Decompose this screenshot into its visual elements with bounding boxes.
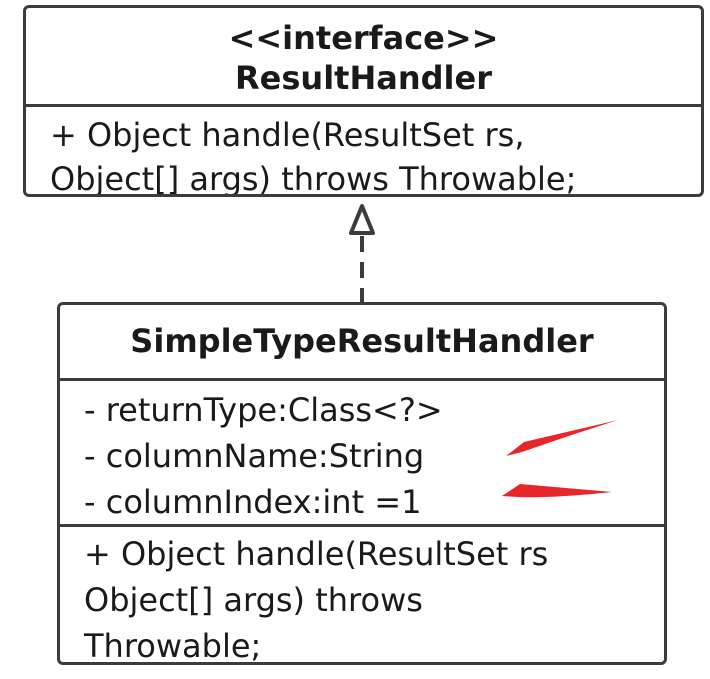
interface-operation-line: + Object handle(ResultSet rs, bbox=[50, 116, 525, 154]
interface-class-header: <<interface>> ResultHandler bbox=[26, 8, 701, 104]
implementation-class-box: SimpleTypeResultHandler - returnType:Cla… bbox=[57, 302, 667, 665]
interface-operation-line: Object[] args) throws Throwable; bbox=[50, 160, 577, 197]
implementation-class-header: SimpleTypeResultHandler bbox=[60, 305, 664, 378]
realization-arrowhead bbox=[349, 204, 375, 235]
implementation-operations-compartment: + Object handle(ResultSet rs Object[] ar… bbox=[60, 524, 664, 665]
implementation-operation-line: Object[] args) throws bbox=[84, 581, 423, 619]
interface-operations-compartment: + Object handle(ResultSet rs, Object[] a… bbox=[26, 104, 701, 197]
interface-class-name: ResultHandler bbox=[235, 59, 492, 97]
implementation-operation-line: + Object handle(ResultSet rs bbox=[84, 535, 549, 573]
attributes-compartment: - returnType:Class<?> - columnName:Strin… bbox=[60, 378, 664, 524]
implementation-operation-line: Throwable; bbox=[84, 627, 262, 665]
interface-class-box: <<interface>> ResultHandler + Object han… bbox=[23, 5, 704, 197]
attribute-return-type: - returnType:Class<?> bbox=[84, 391, 443, 429]
stereotype-label: <<interface>> bbox=[228, 19, 499, 57]
implementation-class-name: SimpleTypeResultHandler bbox=[130, 322, 594, 360]
attribute-column-name: - columnName:String bbox=[84, 437, 425, 475]
attribute-column-index: - columnIndex:int =1 bbox=[84, 483, 422, 521]
